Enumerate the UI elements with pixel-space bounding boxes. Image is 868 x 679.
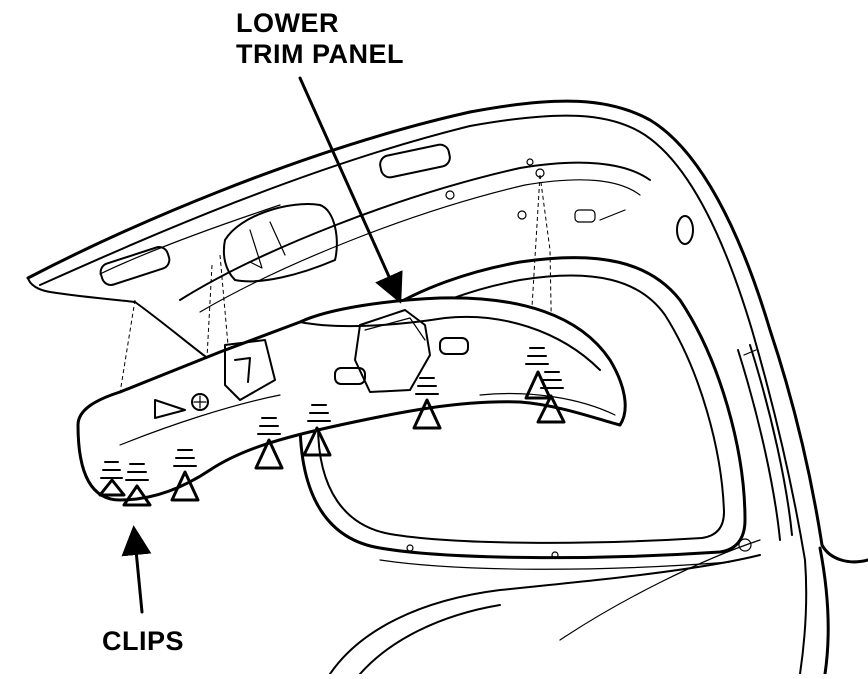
panel-leader-arrow — [298, 76, 403, 304]
clip — [98, 461, 126, 497]
clip — [412, 377, 442, 430]
clips-leader-arrow — [121, 525, 152, 614]
clip — [302, 404, 332, 457]
clip-group — [98, 347, 566, 507]
clip — [524, 347, 552, 400]
tailgate-shell — [26, 99, 868, 676]
lower-trim-panel-label-line1: LOWER — [236, 8, 339, 38]
clip — [254, 417, 284, 470]
clip — [122, 463, 152, 507]
lower-trim-panel-label-line2: TRIM PANEL — [236, 39, 404, 69]
leader-arrows — [121, 76, 403, 614]
clip — [536, 371, 566, 424]
clip — [170, 449, 200, 502]
gas-strut — [737, 344, 793, 541]
upper-inner-frame — [99, 143, 694, 313]
clips-label: CLIPS — [102, 626, 185, 656]
lower-trim-panel-label: LOWER TRIM PANEL — [236, 8, 404, 70]
window-opening — [298, 256, 752, 570]
